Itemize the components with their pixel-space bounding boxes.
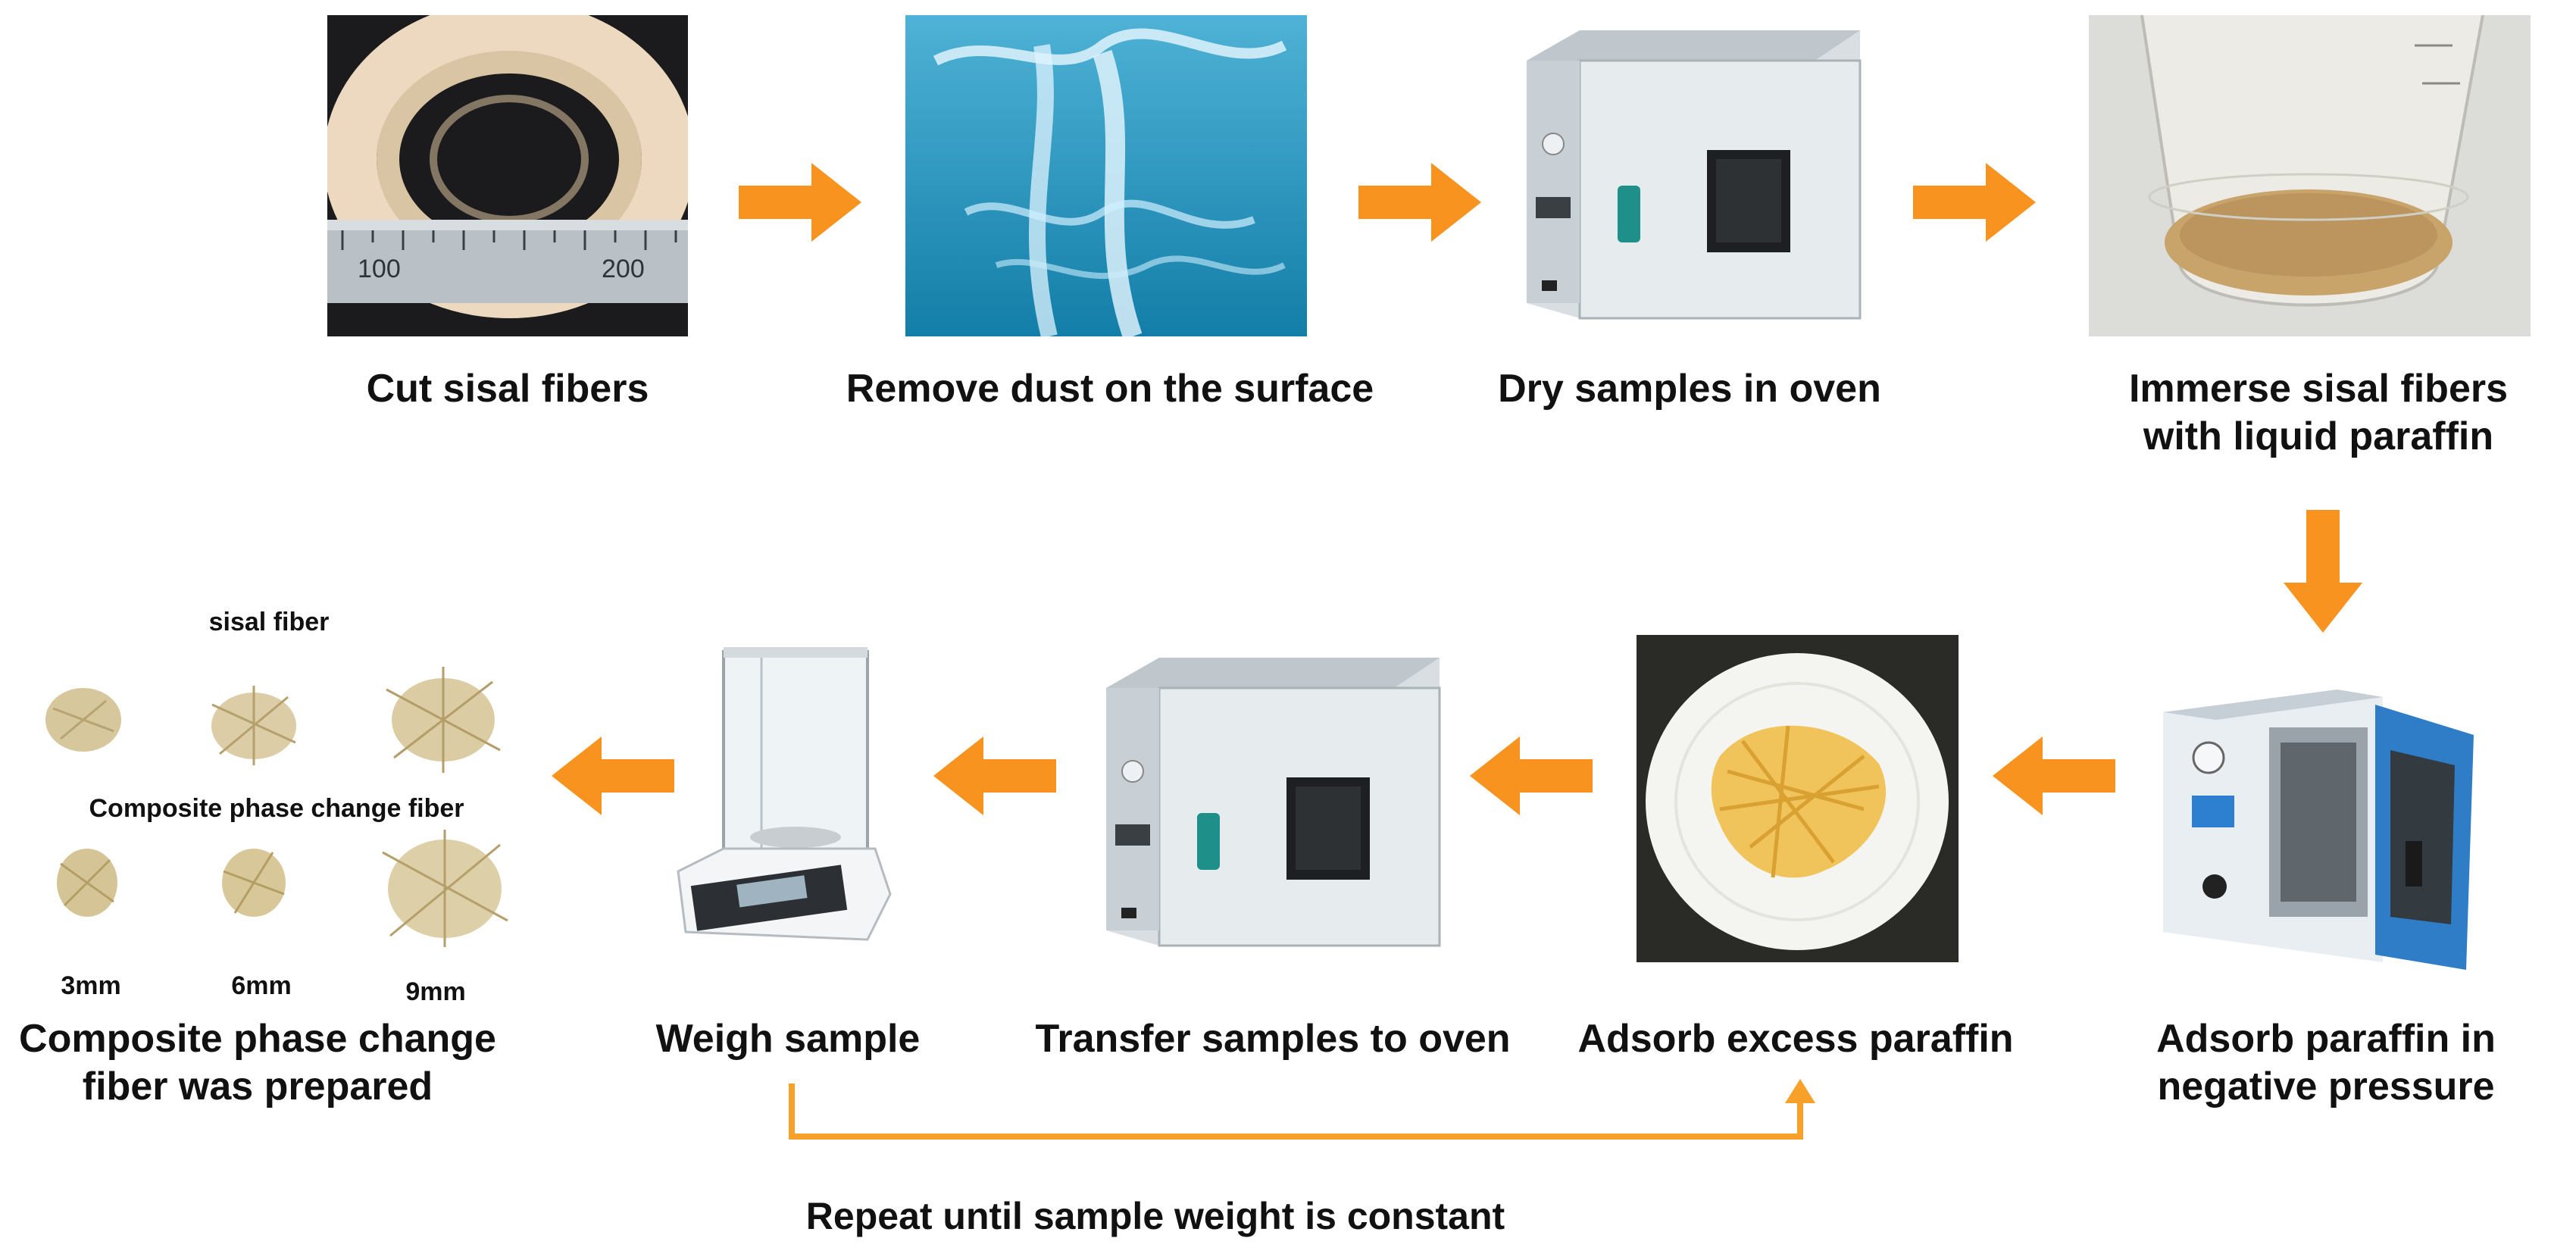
analytical-balance-photo bbox=[671, 644, 898, 965]
ruler-mark-100: 100 bbox=[358, 255, 401, 283]
composite-fiber-3mm-sample bbox=[45, 841, 129, 924]
step-label-adsorb-negative-pressure: Adsorb paraffin in negative pressure bbox=[2156, 1017, 2496, 1109]
ruler-mark-200: 200 bbox=[602, 255, 645, 283]
arrow-right-icon bbox=[1358, 163, 1481, 242]
composite-fiber-6mm-sample bbox=[212, 841, 295, 924]
arrow-right-icon bbox=[739, 163, 861, 242]
drying-oven-photo bbox=[1512, 15, 1868, 336]
step-label-immerse: Immerse sisal fibers with liquid paraffi… bbox=[2128, 367, 2509, 459]
step-label-weigh-sample: Weigh sample bbox=[655, 1017, 921, 1061]
sisal-fiber-6mm-sample bbox=[201, 682, 307, 769]
vacuum-oven-photo bbox=[2156, 682, 2489, 970]
repeat-loop-arrow bbox=[780, 1076, 1826, 1152]
sisal-fiber-photo: 100 200 bbox=[327, 15, 688, 336]
arrow-left-icon bbox=[552, 736, 674, 815]
fibers-on-plate-photo bbox=[1637, 635, 1959, 962]
length-label-6mm: 6mm bbox=[231, 971, 292, 1000]
step-label-cut-sisal-fibers: Cut sisal fibers bbox=[366, 367, 649, 411]
water-splash-photo bbox=[905, 15, 1307, 336]
arrow-right-icon bbox=[1913, 163, 2036, 242]
arrow-left-icon bbox=[933, 736, 1056, 815]
sample-row-label-sisal-fiber: sisal fiber bbox=[208, 608, 330, 636]
sisal-fiber-9mm-sample bbox=[379, 667, 508, 773]
sample-row-label-composite-fiber: Composite phase change fiber bbox=[89, 794, 464, 823]
arrow-down-icon bbox=[2284, 510, 2362, 633]
drying-oven-photo bbox=[1091, 643, 1447, 964]
length-label-9mm: 9mm bbox=[405, 977, 466, 1006]
arrow-left-icon bbox=[1993, 736, 2115, 815]
arrow-left-icon bbox=[1470, 736, 1593, 815]
step-label-composite-prepared: Composite phase change fiber was prepare… bbox=[19, 1017, 496, 1109]
beaker-with-fibers-photo bbox=[2089, 15, 2531, 336]
step-label-adsorb-excess: Adsorb excess paraffin bbox=[1577, 1017, 2014, 1061]
sisal-fiber-3mm-sample bbox=[38, 678, 129, 761]
step-label-dry-samples: Dry samples in oven bbox=[1498, 367, 1881, 411]
step-label-transfer-to-oven: Transfer samples to oven bbox=[1035, 1017, 1511, 1061]
repeat-loop-label: Repeat until sample weight is constant bbox=[805, 1195, 1505, 1237]
composite-fiber-9mm-sample bbox=[375, 822, 515, 951]
step-label-remove-dust: Remove dust on the surface bbox=[846, 367, 1374, 411]
length-label-3mm: 3mm bbox=[61, 971, 121, 1000]
